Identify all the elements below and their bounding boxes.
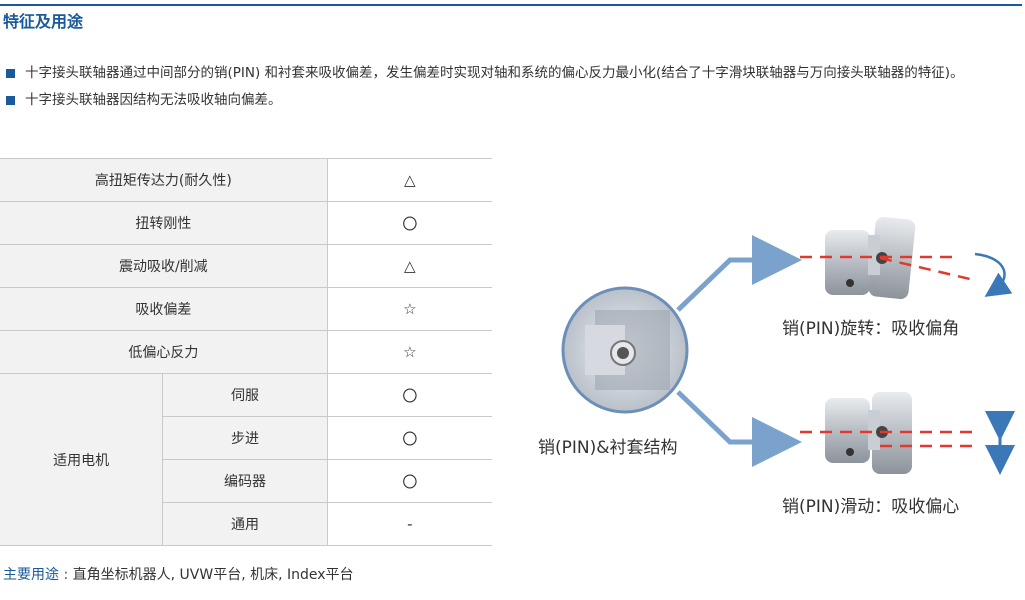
bullet-item: 十字接头联轴器通过中间部分的销(PIN) 和衬套来吸收偏差，发生偏差时实现对轴和… [3,62,1018,85]
bullet-text: 十字接头联轴器通过中间部分的销(PIN) 和衬套来吸收偏差，发生偏差时实现对轴和… [25,65,964,81]
coupling-top [800,216,1013,300]
diagram-svg [561,216,1015,475]
table-row: 低偏心反力 ☆ [0,330,492,374]
bottom-caption: 销(PIN)滑动：吸收偏心 [782,497,960,517]
group-label: 适用电机 [0,373,164,546]
table-row: 通用 - [0,502,492,546]
section-title: 特征及用途 [3,12,84,31]
table-row: 高扭矩传达力(耐久性) △ [0,158,492,202]
table-row: 扭转刚性 〇 [0,201,492,245]
row-value: 〇 [327,416,492,460]
row-value: ☆ [327,330,492,374]
row-value: ☆ [327,287,492,331]
arrow-down [676,390,802,467]
row-value: 〇 [327,373,492,417]
spec-table: 高扭矩传达力(耐久性) △ 扭转刚性 〇 震动吸收/削减 △ 吸收偏差 ☆ 低偏… [0,158,492,546]
row-label: 编码器 [162,459,328,503]
row-label: 伺服 [162,373,328,417]
row-value: - [327,502,492,546]
bullet-square-icon [6,96,15,105]
bullet-item: 十字接头联轴器因结构无法吸收轴向偏差。 [3,89,1018,112]
table-row: 编码器 〇 [0,459,492,503]
table-row: 震动吸收/削减 △ [0,244,492,288]
row-value: 〇 [327,201,492,245]
row-label: 吸收偏差 [0,287,328,331]
pin-bushing-lens [561,286,689,414]
center-caption: 销(PIN)&衬套结构 [538,438,678,458]
top-caption: 销(PIN)旋转：吸收偏角 [782,319,960,339]
row-value: △ [327,158,492,202]
row-label: 步进 [162,416,328,460]
row-label: 通用 [162,502,328,546]
table-row: 吸收偏差 ☆ [0,287,492,331]
bullet-square-icon [6,69,15,78]
usage-text: 直角坐标机器人, UVW平台, 机床, Index平台 [72,567,354,583]
bullet-text: 十字接头联轴器因结构无法吸收轴向偏差。 [25,92,282,108]
row-label: 扭转刚性 [0,201,328,245]
row-label: 高扭矩传达力(耐久性) [0,158,328,202]
coupling-bottom [800,392,1015,475]
table-row: 步进 〇 [0,416,492,460]
top-rule [0,4,1022,6]
row-value: △ [327,244,492,288]
row-value: 〇 [327,459,492,503]
row-label: 低偏心反力 [0,330,328,374]
row-label: 震动吸收/削减 [0,244,328,288]
table-row: 适用电机 伺服 〇 [0,373,492,546]
usage-line: 主要用途 : 直角坐标机器人, UVW平台, 机床, Index平台 [3,564,354,584]
coupling-diagram: 销(PIN)&衬套结构 销(PIN)旋转：吸收偏角 销(PIN)滑动：吸收偏心 [520,180,1020,540]
arrow-up [676,235,802,312]
usage-key: 主要用途 : [3,567,73,583]
bullet-list: 十字接头联轴器通过中间部分的销(PIN) 和衬套来吸收偏差，发生偏差时实现对轴和… [3,62,1018,116]
